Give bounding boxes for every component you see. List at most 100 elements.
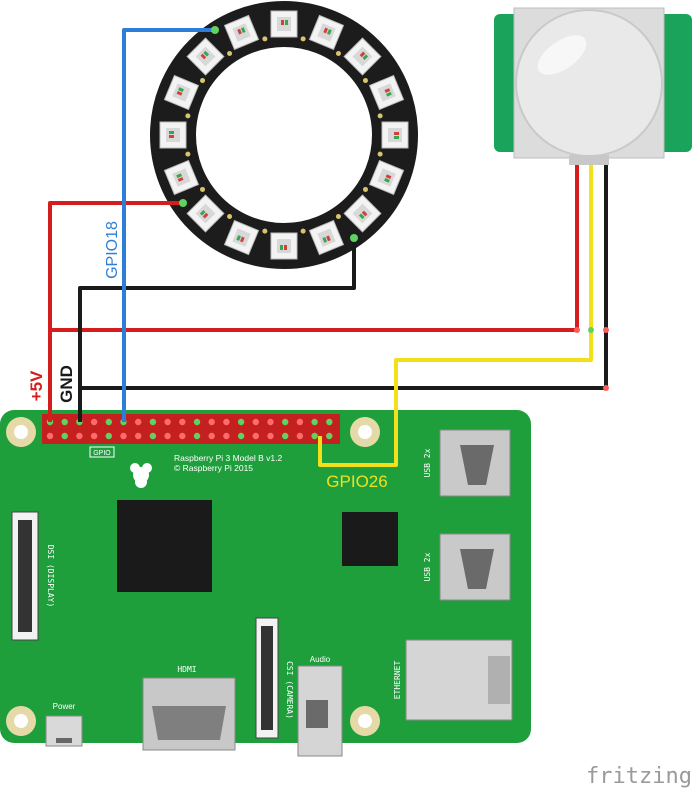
- pir-pin-header: [569, 155, 609, 165]
- ring-pad: [362, 186, 368, 192]
- usb2-label: USB 2x: [423, 552, 432, 581]
- ring-pad: [262, 36, 268, 42]
- gpio-pin: [252, 432, 259, 440]
- pcb: [0, 410, 531, 743]
- gpio-pin: [179, 418, 186, 426]
- wire-gnd-ring: [78, 238, 356, 422]
- gpio26-label: GPIO26: [326, 472, 387, 491]
- audio-label: Audio: [310, 655, 331, 664]
- ring-pad: [377, 113, 383, 119]
- gpio-pin: [105, 432, 113, 440]
- gpio-pin: [252, 418, 259, 426]
- ring-leds: [159, 10, 409, 260]
- ring-pad: [200, 186, 206, 192]
- ring-led: [270, 232, 298, 260]
- gpio-pin: [208, 432, 215, 440]
- gpio-pin: [326, 418, 333, 426]
- ring-led: [223, 219, 260, 256]
- usb1-label: USB 2x: [423, 448, 432, 477]
- gpio-pin: [223, 418, 230, 426]
- usb-lan-chip: [342, 512, 398, 566]
- gpio-pin: [223, 432, 230, 440]
- ring-pad: [377, 151, 383, 157]
- ring-led: [343, 194, 382, 233]
- ring-pad: [300, 36, 306, 42]
- gpio-pin: [179, 432, 186, 440]
- ring-led: [163, 159, 200, 196]
- ring-pad: [227, 213, 233, 219]
- gpio-pin: [193, 418, 201, 426]
- ring-led: [159, 121, 187, 149]
- raspberry-pi-board: GPIO Raspberry Pi 3 Model B v1.2 © Raspb…: [0, 410, 531, 757]
- gpio-pin: [282, 418, 289, 426]
- csi-label: CSI (CAMERA): [285, 661, 294, 719]
- gpio-pin: [311, 418, 318, 426]
- fritzing-watermark: fritzing: [586, 764, 692, 789]
- ring-led: [343, 37, 382, 76]
- hdmi-label: HDMI: [177, 665, 196, 674]
- gpio-pin: [326, 432, 333, 440]
- gpio-pin: [193, 432, 201, 440]
- dsi-label: DSI (DISPLAY): [46, 545, 55, 608]
- gpio-pin: [164, 432, 171, 440]
- gpio-pin: [46, 432, 54, 440]
- ring-led: [368, 159, 405, 196]
- ring-led: [381, 121, 409, 149]
- gpio-pin: [120, 432, 127, 440]
- wire-5v-ring: [48, 201, 183, 422]
- ring-pad: [335, 213, 341, 219]
- pir-sensor: [494, 7, 692, 165]
- ring-pad: [262, 228, 268, 234]
- ring-led: [368, 74, 405, 111]
- ring-pad: [200, 78, 206, 84]
- wire-gnd-pir: [80, 165, 608, 390]
- gpio-pin: [164, 418, 171, 426]
- gpio-pin: [90, 432, 98, 440]
- wire-gpio18: [122, 28, 215, 422]
- gpio-pin: [208, 418, 215, 426]
- gpio-pin: [90, 418, 98, 426]
- raspberry-logo-icon: [130, 463, 152, 488]
- pir-dome-highlight: [537, 35, 587, 75]
- board-name: Raspberry Pi 3 Model B v1.2: [174, 453, 282, 463]
- gpio18-label: GPIO18: [104, 221, 121, 279]
- gpio-pin: [311, 432, 318, 440]
- ring-led: [163, 74, 200, 111]
- gpio-pin: [296, 418, 304, 426]
- ring-pad: [185, 113, 191, 119]
- ring-led: [223, 14, 260, 51]
- gpio-header: [42, 414, 340, 444]
- gpio-pin: [296, 432, 304, 440]
- ring-led: [186, 37, 225, 76]
- pir-dome: [515, 9, 663, 157]
- gpio-pin: [267, 418, 274, 426]
- gpio-pin: [282, 432, 289, 440]
- soc-chip: [117, 500, 212, 592]
- ring-pad: [335, 51, 341, 57]
- neopixel-ring: [150, 1, 418, 269]
- board-copyright: © Raspberry Pi 2015: [174, 463, 253, 473]
- gnd-label: GND: [57, 365, 76, 403]
- gpio-pin: [149, 418, 157, 426]
- gpio-pins: [46, 418, 333, 440]
- ring-pad: [185, 151, 191, 157]
- gpio-pin: [149, 432, 157, 440]
- v5-label: +5V: [27, 370, 46, 401]
- gpio-pin: [135, 418, 142, 426]
- ethernet-label: ETHERNET: [393, 661, 402, 700]
- gpio-pin: [237, 432, 245, 440]
- ring-led: [270, 10, 298, 38]
- ring-pad: [227, 51, 233, 57]
- gpio-pin: [105, 418, 113, 426]
- gpio-pin: [267, 432, 274, 440]
- gpio-pin: [135, 432, 142, 440]
- gpio-pin: [237, 418, 245, 426]
- ring-led: [308, 14, 345, 51]
- gpio-label: GPIO: [93, 450, 111, 457]
- power-label: Power: [53, 702, 76, 711]
- ring-led: [308, 219, 345, 256]
- gpio-pin: [61, 418, 68, 426]
- ring-pad: [300, 228, 306, 234]
